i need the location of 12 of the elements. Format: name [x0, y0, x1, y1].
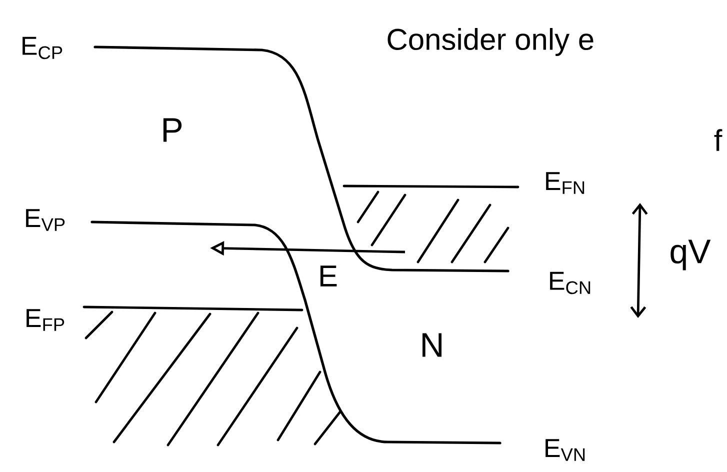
band-label: E$_{CN}$: [550, 272, 590, 294]
note-text: Consider only e: [388, 28, 594, 56]
band-label: E$_{CP}$: [22, 36, 62, 60]
band-label: E$_{VP}$: [26, 209, 65, 231]
band-label: E$_{VN}$: [546, 439, 585, 461]
band-label: E$_{FN}$: [546, 172, 584, 194]
region-label: P: [163, 118, 182, 142]
region-label: N: [422, 333, 442, 357]
note-text: f: [714, 129, 722, 151]
quantity-label: qV: [670, 240, 711, 270]
energy-label: E: [320, 266, 337, 286]
band-label: E$_{FP}$: [26, 309, 64, 331]
